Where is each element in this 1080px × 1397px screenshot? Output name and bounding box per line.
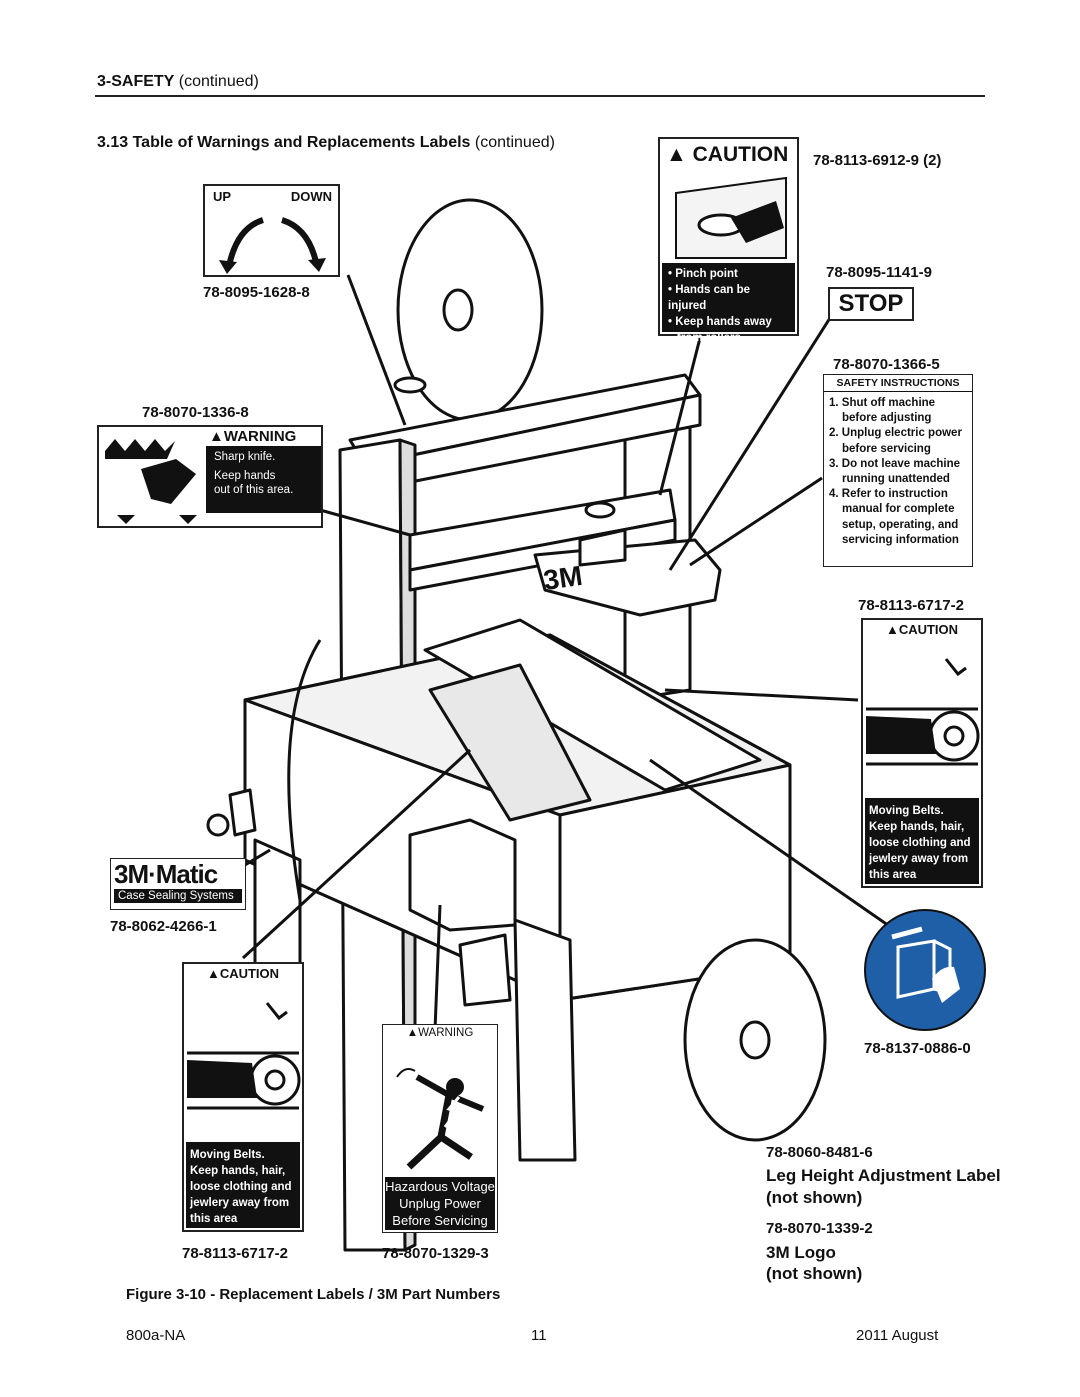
down-text: DOWN bbox=[290, 189, 332, 204]
caution-belts-line: this area bbox=[190, 1213, 238, 1225]
belt-hand-pictogram-icon bbox=[866, 658, 980, 766]
caution-belts-line: Moving Belts. bbox=[190, 1149, 265, 1161]
footer-date: 2011 August bbox=[856, 1327, 939, 1344]
safety-instructions-label: SAFETY INSTRUCTIONS 1. Shut off machine … bbox=[823, 374, 973, 567]
leg-height-note: (not shown) bbox=[766, 1188, 863, 1207]
warning-knife-panel: ▲WARNING Sharp knife. Keep hands out of … bbox=[206, 427, 321, 513]
warning-knife-heading: ▲WARNING bbox=[206, 427, 321, 446]
caution-belts-line: this area bbox=[869, 869, 917, 881]
part-number-safety: 78-8070-1366-5 bbox=[833, 356, 940, 373]
caution-pinch-line: • Pinch point bbox=[668, 268, 738, 280]
footer-page-number: 11 bbox=[531, 1327, 547, 1344]
electric-shock-pictogram-icon bbox=[396, 1068, 485, 1170]
caution-belts-line: loose clothing and bbox=[869, 837, 971, 849]
part-number-3m-logo: 78-8070-1339-2 bbox=[766, 1220, 873, 1237]
safety-item: 3. Do not leave machine bbox=[829, 457, 961, 470]
3m-matic-logo-label: 3M·Matic Case Sealing Systems bbox=[110, 858, 246, 910]
caution-pinch-label: ▲ CAUTION • Pinch point • Hands can be i… bbox=[658, 137, 799, 344]
header-rule bbox=[95, 95, 985, 97]
caution-belts-line: jewlery away from bbox=[190, 1197, 290, 1209]
caution-belts-line: loose clothing and bbox=[190, 1181, 292, 1193]
safety-item: before servicing bbox=[842, 442, 931, 455]
caution-pinch-text: • Pinch point • Hands can be injured • K… bbox=[662, 263, 795, 344]
belt-hand-pictogram-icon bbox=[187, 1002, 301, 1110]
caution-belts-left-heading: ▲CAUTION bbox=[206, 966, 280, 981]
warning-voltage-label: ▲WARNING Hazardous Voltage Unplug Power … bbox=[382, 1024, 498, 1233]
caution-belts-right-text: Moving Belts. Keep hands, hair, loose cl… bbox=[865, 798, 979, 884]
part-number-updown: 78-8095-1628-8 bbox=[203, 284, 310, 301]
machine-brand-text: 3M bbox=[542, 560, 585, 596]
caution-belts-right-label: ▲CAUTION Moving Belts. Keep hands, hair,… bbox=[861, 618, 983, 888]
warning-voltage-line: Before Servicing bbox=[392, 1213, 488, 1228]
figure-caption: Figure 3-10 - Replacement Labels / 3M Pa… bbox=[126, 1286, 501, 1303]
leg-height-desc: Leg Height Adjustment Label bbox=[766, 1166, 1001, 1185]
caution-pinch-line: • Hands can be injured bbox=[668, 284, 751, 312]
part-number-logo: 78-8062-4266-1 bbox=[110, 918, 217, 935]
part-number-mandatory: 78-8137-0886-0 bbox=[864, 1040, 971, 1057]
safety-item: manual for complete bbox=[842, 503, 955, 516]
logo-tagline: Case Sealing Systems bbox=[114, 889, 242, 903]
safety-item: 4. Refer to instruction bbox=[829, 488, 948, 501]
caution-belts-line: Keep hands, hair, bbox=[869, 821, 965, 833]
safety-item: before adjusting bbox=[842, 412, 932, 425]
mandatory-disconnect-sign-icon bbox=[864, 909, 986, 1031]
down-arrow-icon bbox=[179, 515, 197, 524]
hand-roller-pictogram-icon bbox=[675, 176, 787, 259]
caution-belts-left-label: ▲CAUTION Moving Belts. Keep hands, hair,… bbox=[182, 962, 304, 1232]
footer-doc-id: 800a-NA bbox=[126, 1327, 186, 1344]
part-number-leg-height: 78-8060-8481-6 bbox=[766, 1144, 873, 1161]
warning-voltage-line: Hazardous Voltage bbox=[385, 1179, 495, 1194]
part-number-caution-belts-right: 78-8113-6717-2 bbox=[858, 597, 964, 614]
warning-knife-line: out of this area. bbox=[214, 484, 294, 496]
caution-belts-line: jewlery away from bbox=[869, 853, 969, 865]
3m-logo-desc: 3M Logo bbox=[766, 1243, 836, 1262]
warning-voltage-heading: ▲WARNING bbox=[406, 1027, 474, 1039]
safety-item: 2. Unplug electric power bbox=[829, 427, 962, 440]
warning-knife-text: Sharp knife. Keep hands out of this area… bbox=[206, 446, 321, 501]
caution-heading: ▲ CAUTION bbox=[666, 143, 789, 166]
part-number-caution-top: 78-8113-6912-9 (2) bbox=[813, 152, 942, 169]
warning-knife-line: Sharp knife. bbox=[214, 451, 276, 463]
safety-heading: SAFETY INSTRUCTIONS bbox=[824, 375, 972, 392]
up-text: UP bbox=[213, 189, 232, 204]
section-header: 3-SAFETY (continued) bbox=[97, 73, 259, 90]
caution-belts-line: Keep hands, hair, bbox=[190, 1165, 286, 1177]
safety-item: servicing information bbox=[842, 533, 959, 546]
warning-voltage-text: Hazardous Voltage Unplug Power Before Se… bbox=[385, 1177, 495, 1230]
safety-item: running unattended bbox=[842, 473, 950, 486]
warning-voltage-line: Unplug Power bbox=[399, 1196, 481, 1211]
caution-belts-right-heading: ▲CAUTION bbox=[885, 622, 959, 637]
safety-item: setup, operating, and bbox=[842, 518, 959, 531]
3m-logo-note: (not shown) bbox=[766, 1264, 863, 1283]
caution-pinch-line: from rollers bbox=[677, 332, 741, 344]
up-down-label: UP DOWN bbox=[203, 184, 340, 277]
part-number-warning-voltage: 78-8070-1329-3 bbox=[382, 1245, 489, 1262]
knife-hand-pictogram-icon bbox=[105, 439, 196, 504]
safety-list: 1. Shut off machine before adjusting 2. … bbox=[824, 392, 972, 548]
part-number-warning-knife: 78-8070-1336-8 bbox=[142, 404, 249, 421]
safety-item: 1. Shut off machine bbox=[829, 397, 936, 409]
part-number-caution-belts-left: 78-8113-6717-2 bbox=[182, 1245, 288, 1262]
part-number-stop: 78-8095-1141-9 bbox=[826, 264, 932, 281]
section-title: 3.13 Table of Warnings and Replacements … bbox=[97, 134, 555, 151]
warning-knife-label: ▲WARNING Sharp knife. Keep hands out of … bbox=[97, 425, 323, 528]
caution-pinch-line: • Keep hands away bbox=[668, 316, 772, 328]
logo-brand: 3M·Matic bbox=[114, 859, 218, 889]
warning-knife-line: Keep hands bbox=[214, 470, 276, 482]
down-arrow-icon bbox=[117, 515, 135, 524]
stop-label: STOP bbox=[828, 287, 914, 321]
caution-belts-left-text: Moving Belts. Keep hands, hair, loose cl… bbox=[186, 1142, 300, 1228]
up-down-arrows-icon bbox=[219, 217, 326, 274]
caution-belts-line: Moving Belts. bbox=[869, 805, 944, 817]
